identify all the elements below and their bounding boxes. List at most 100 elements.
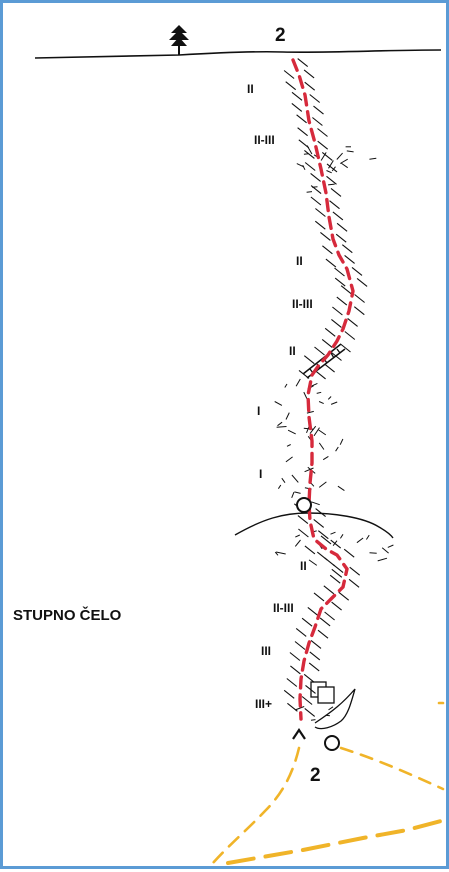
hatch-stroke xyxy=(330,575,340,583)
debris-stroke xyxy=(282,478,285,483)
grade-label: I xyxy=(259,467,262,481)
hatch-stroke xyxy=(331,319,341,327)
grade-label: I xyxy=(257,404,260,418)
debris-stroke xyxy=(288,430,296,434)
hatch-stroke xyxy=(330,201,340,209)
debris-stroke xyxy=(319,482,326,488)
hatch-stroke xyxy=(318,129,328,137)
hatch-stroke xyxy=(354,307,364,315)
hatch-stroke xyxy=(302,618,312,626)
debris-stroke xyxy=(317,392,322,393)
grade-label: III+ xyxy=(255,697,272,711)
hatch-stroke xyxy=(357,278,367,286)
hatch-stroke xyxy=(314,519,324,527)
grade-label: III xyxy=(261,644,271,658)
debris-stroke xyxy=(285,384,287,388)
hatch-stroke xyxy=(305,546,315,554)
hatch-stroke xyxy=(310,95,320,103)
hatch-stroke xyxy=(312,118,322,126)
hatch-stroke xyxy=(318,141,328,149)
hatch-stroke xyxy=(322,246,332,254)
hatch-stroke xyxy=(284,690,294,698)
debris-stroke xyxy=(292,475,298,482)
route-topo-diagram: 2 2 STUPNO ČELO II II-III II II-III II I… xyxy=(3,3,449,872)
rock-debris-marks xyxy=(275,146,394,721)
hatch-stroke xyxy=(287,679,297,687)
debris-stroke xyxy=(278,485,280,489)
hatch-stroke xyxy=(292,103,302,111)
hatch-stroke xyxy=(311,197,321,205)
debris-stroke xyxy=(296,379,300,386)
hatch-stroke xyxy=(355,295,365,303)
debris-stroke xyxy=(275,402,282,406)
debris-stroke xyxy=(331,402,337,404)
hatch-stroke xyxy=(332,307,342,315)
hatch-stroke xyxy=(284,71,294,79)
belay-circle-start xyxy=(325,736,339,750)
hatch-stroke xyxy=(298,128,308,136)
debris-stroke xyxy=(369,158,376,159)
hatch-stroke xyxy=(335,268,345,276)
debris-stroke xyxy=(314,428,320,436)
debris-stroke xyxy=(292,492,294,498)
debris-stroke xyxy=(336,447,339,451)
debris-stroke xyxy=(319,443,324,450)
hatch-stroke xyxy=(324,586,334,594)
debris-stroke xyxy=(286,413,289,420)
hatch-stroke xyxy=(339,592,349,600)
debris-stroke xyxy=(309,560,317,566)
hatch-stroke xyxy=(320,232,330,240)
rock-hatching xyxy=(284,59,367,717)
hatch-stroke xyxy=(304,70,314,78)
hatch-stroke xyxy=(325,612,335,620)
hatch-stroke xyxy=(333,212,343,220)
hatch-stroke xyxy=(335,278,345,286)
debris-stroke xyxy=(378,558,387,561)
hatch-stroke xyxy=(308,607,318,615)
hatch-stroke xyxy=(336,234,346,242)
hatch-stroke xyxy=(345,332,355,340)
grade-label: II-III xyxy=(254,133,275,147)
hatch-stroke xyxy=(309,663,319,671)
hatch-stroke xyxy=(297,115,307,123)
route-start-mark xyxy=(293,730,305,739)
hatch-stroke xyxy=(316,371,326,379)
debris-stroke xyxy=(341,163,348,168)
debris-stroke xyxy=(294,492,300,494)
debris-stroke xyxy=(278,422,283,426)
debris-stroke xyxy=(319,402,324,404)
wall-name-label: STUPNO ČELO xyxy=(13,606,122,624)
hatch-stroke xyxy=(315,347,325,355)
debris-stroke xyxy=(347,151,354,152)
hatch-stroke xyxy=(286,82,296,90)
hatch-stroke xyxy=(318,630,328,638)
debris-stroke xyxy=(312,383,318,386)
hatch-stroke xyxy=(348,318,358,326)
debris-stroke xyxy=(329,707,334,710)
hatch-stroke xyxy=(342,245,352,253)
hatch-stroke xyxy=(337,297,347,305)
hatch-stroke xyxy=(298,529,308,537)
debris-stroke xyxy=(311,502,320,505)
debris-stroke xyxy=(337,153,343,159)
hatch-stroke xyxy=(314,106,324,114)
hatch-stroke xyxy=(311,640,321,648)
debris-stroke xyxy=(338,486,345,490)
hatch-stroke xyxy=(350,567,360,575)
hatch-stroke xyxy=(314,593,324,601)
debris-stroke xyxy=(304,154,309,155)
hatch-stroke xyxy=(352,267,362,275)
hatch-stroke xyxy=(305,163,315,171)
tree-icon xyxy=(169,25,189,55)
hatch-stroke xyxy=(310,652,320,660)
hatch-stroke xyxy=(327,176,337,184)
debris-stroke xyxy=(366,535,369,539)
hatch-stroke xyxy=(326,259,336,267)
debris-stroke xyxy=(307,192,312,193)
hatch-stroke xyxy=(290,666,300,674)
grade-label: II xyxy=(247,82,254,96)
hatch-stroke xyxy=(290,653,300,661)
hatch-stroke xyxy=(337,223,347,231)
debris-stroke xyxy=(340,159,348,163)
debris-stroke xyxy=(327,171,332,173)
